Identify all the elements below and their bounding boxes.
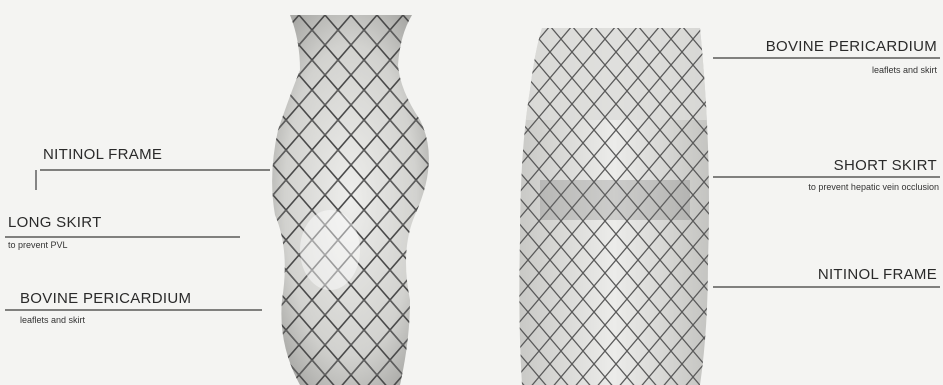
right-valve-stent bbox=[510, 20, 720, 385]
label-bovine-pericardium-left: BOVINE PERICARDIUM bbox=[20, 290, 191, 307]
label-bovine-pericardium-right: BOVINE PERICARDIUM bbox=[766, 38, 937, 55]
label-bovine-pericardium-left-sub: leaflets and skirt bbox=[20, 315, 85, 325]
label-long-skirt: LONG SKIRT bbox=[8, 214, 102, 231]
left-valve-stent bbox=[260, 0, 450, 385]
label-short-skirt: SHORT SKIRT bbox=[834, 157, 937, 174]
label-long-skirt-sub: to prevent PVL bbox=[8, 240, 68, 250]
label-short-skirt-sub: to prevent hepatic vein occlusion bbox=[808, 182, 939, 192]
label-nitinol-frame-right: NITINOL FRAME bbox=[818, 266, 937, 283]
label-nitinol-frame-left: NITINOL FRAME bbox=[43, 146, 162, 163]
label-bovine-pericardium-right-sub: leaflets and skirt bbox=[872, 65, 937, 75]
